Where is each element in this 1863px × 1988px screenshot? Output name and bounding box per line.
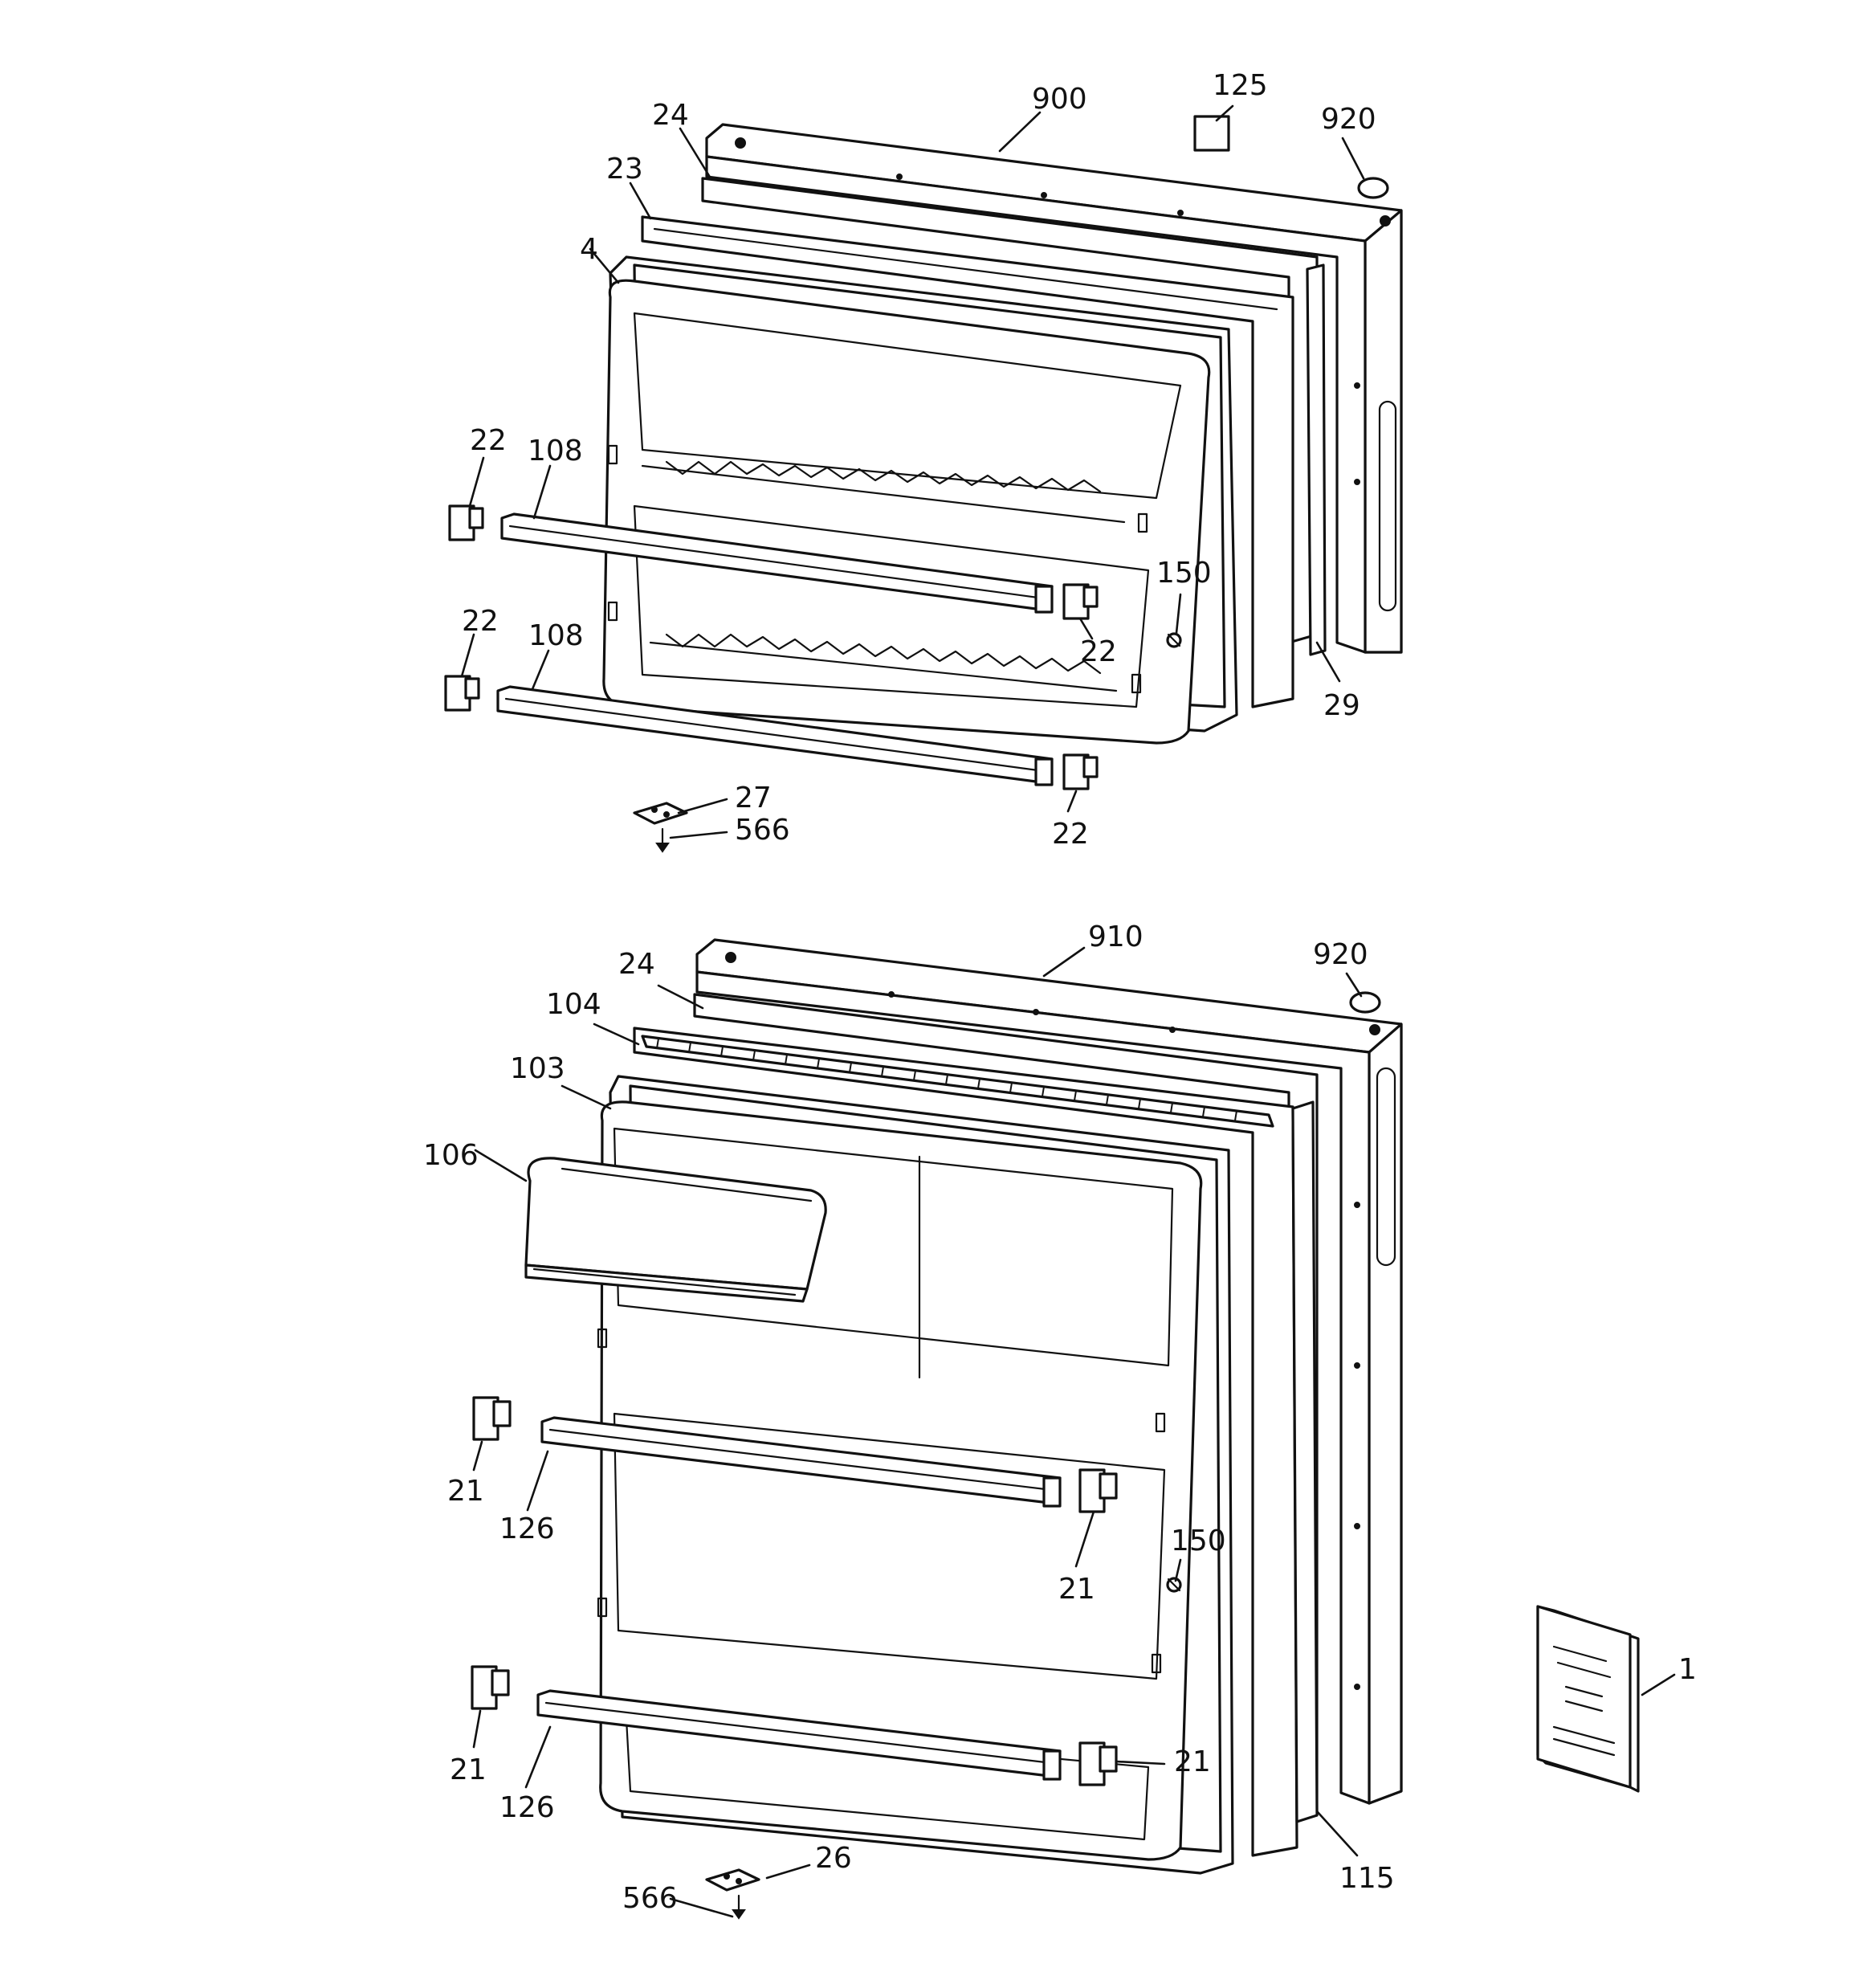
shelf-clip-21-lower-left: [471, 1665, 510, 1710]
screw-566-lower: [732, 1894, 746, 1920]
dairy-door-106: [524, 1157, 827, 1303]
shelf-clip-21-lower-right: [1078, 1741, 1118, 1786]
leader-lines: [460, 104, 1676, 1918]
callout-126-upper: 126: [499, 1512, 555, 1545]
callout-22-b: 22: [1080, 635, 1117, 668]
callout-26: 26: [815, 1842, 852, 1875]
callout-1: 1: [1678, 1653, 1697, 1686]
shelf-clip-22-upper-left: [448, 504, 484, 541]
callout-566-upper: 566: [735, 814, 790, 847]
callout-22-c: 22: [462, 605, 499, 638]
callout-910: 910: [1088, 921, 1143, 953]
callout-125: 125: [1213, 69, 1268, 102]
callout-21-d: 21: [1174, 1745, 1211, 1778]
upper-door-assembly: [444, 115, 1403, 853]
lower-door-assembly: [471, 938, 1403, 1920]
shelf-clip-21-upper-right: [1078, 1468, 1118, 1513]
shelf-clip-22-upper-right: [1062, 583, 1099, 620]
door-liner-box: [602, 279, 1211, 745]
callout-920-upper: 920: [1321, 103, 1376, 136]
owners-manual-1: [1536, 1605, 1640, 1793]
screw-150-upper: [1166, 632, 1182, 648]
callout-920-lower: 920: [1313, 938, 1368, 971]
shelf-clip-22-lower-right: [1062, 753, 1099, 790]
callout-108-lower: 108: [528, 619, 584, 652]
shelf-bar-108-upper: [500, 512, 1054, 614]
callout-150-lower: 150: [1171, 1525, 1226, 1557]
callout-21-b: 21: [1058, 1573, 1095, 1606]
plug-920-lower: [1349, 991, 1381, 1014]
callout-126-lower: 126: [499, 1791, 555, 1824]
seal-strip-29: [1306, 263, 1327, 656]
outer-door-panel-900: [705, 123, 1403, 654]
hinge-plate-27: [633, 802, 688, 825]
callout-21-a: 21: [447, 1475, 484, 1508]
shelf-clip-21-upper-left: [472, 1396, 512, 1441]
shelf-bar-108-lower: [496, 685, 1054, 786]
callout-23: 23: [606, 153, 643, 186]
screw-150-lower: [1166, 1577, 1182, 1593]
callout-115: 115: [1339, 1862, 1395, 1895]
callout-27: 27: [735, 782, 772, 814]
callouts-upper: 900 125 920 24 23 4 22 108 22 150 22 22 …: [462, 69, 1376, 851]
plug-920-upper: [1357, 177, 1389, 199]
shelf-clip-22-lower-left: [444, 675, 480, 712]
callout-150-upper: 150: [1156, 557, 1212, 590]
callout-21-c: 21: [450, 1753, 487, 1786]
screw-566-upper: [655, 827, 670, 853]
hinge-plate-26: [705, 1868, 760, 1892]
shelf-bar-126-upper: [540, 1416, 1062, 1508]
seal-strip-115: [1291, 1100, 1319, 1823]
callout-4: 4: [580, 233, 598, 266]
callout-22-a: 22: [470, 424, 507, 457]
outer-door-panel-910: [695, 938, 1403, 1805]
callout-566-lower: 566: [622, 1882, 678, 1915]
callout-106: 106: [423, 1139, 479, 1172]
inner-gasket-104: [633, 1027, 1298, 1857]
inner-gasket-23: [641, 215, 1294, 708]
callout-29: 29: [1323, 689, 1360, 722]
callout-22-d: 22: [1052, 818, 1089, 851]
shelf-bar-126-lower: [536, 1689, 1062, 1781]
callouts-lower: 910 920 24 104 103 106 21 126 150 21 1 2…: [423, 921, 1697, 1915]
callout-103: 103: [510, 1052, 565, 1085]
cap-125: [1193, 115, 1230, 152]
callout-24-lower: 24: [618, 948, 655, 981]
callout-104: 104: [546, 988, 601, 1021]
callout-24-upper: 24: [652, 99, 689, 132]
callout-900: 900: [1032, 83, 1087, 116]
callout-108-upper: 108: [528, 435, 583, 467]
